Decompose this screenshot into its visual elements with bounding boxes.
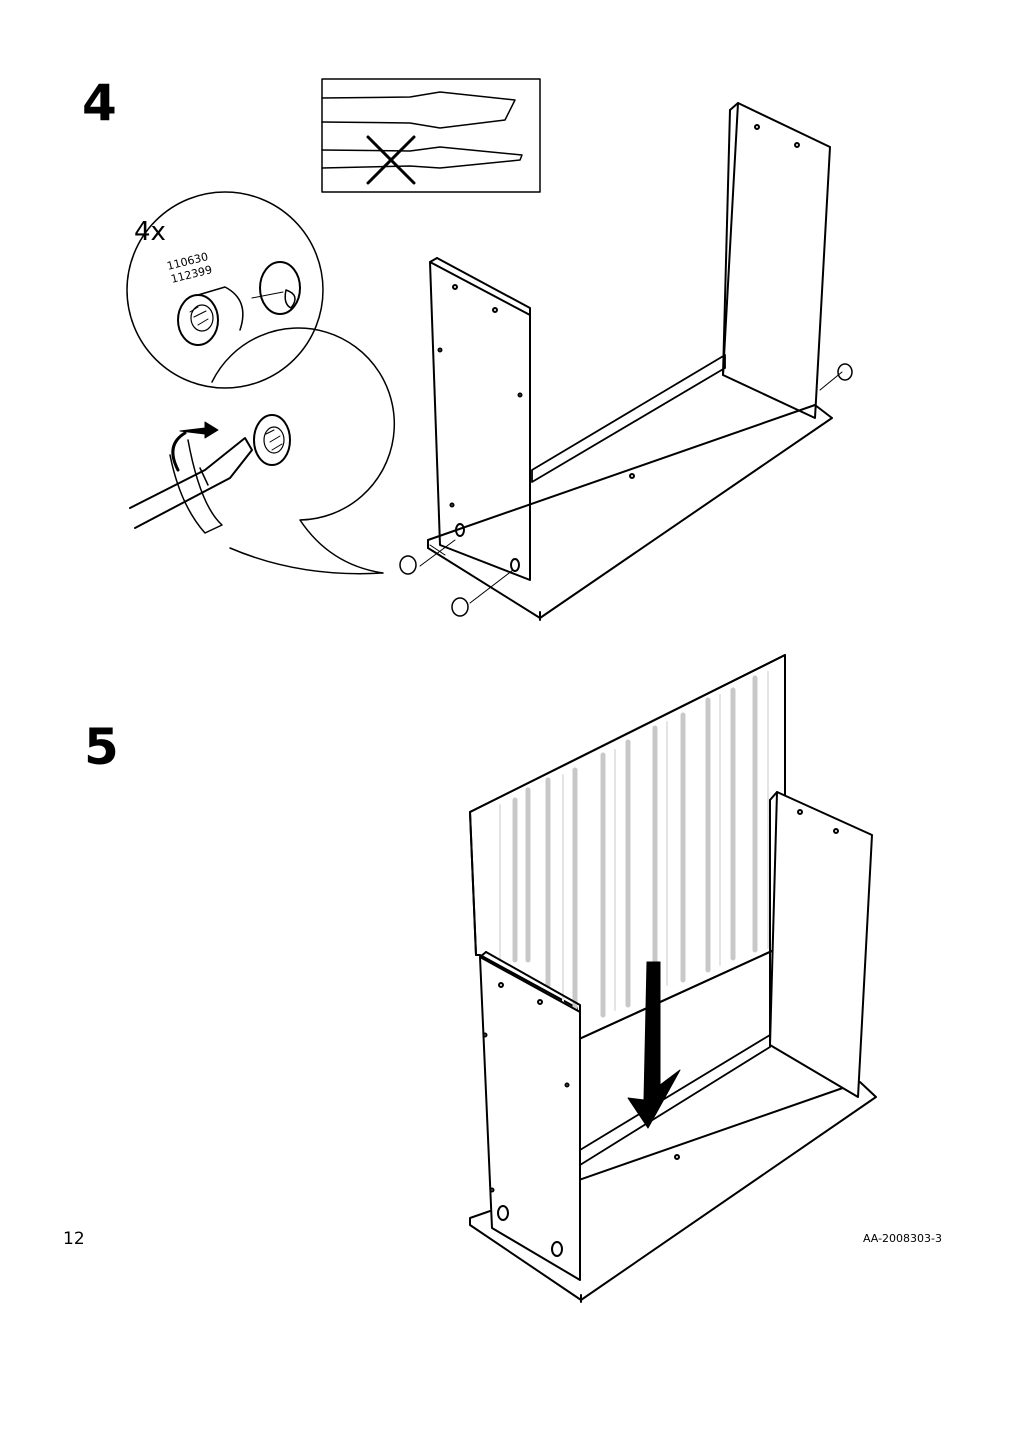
cam-lock-icon: [177, 261, 301, 346]
step4-frame: [399, 102, 853, 621]
cam-lock-face-icon: [253, 414, 291, 466]
screwdriver-tip-correct-icon: [321, 91, 516, 129]
cam-lock-callout: [126, 191, 324, 389]
panel-stripes: [512, 675, 758, 1033]
screwdriver-tip-wrong-icon: [321, 146, 523, 169]
screwdriver-tip-box: [321, 78, 541, 193]
step5-frame: [469, 791, 877, 1303]
screwdriver-callout: [129, 327, 396, 575]
document-id: AA-2008303-3: [862, 1232, 942, 1245]
cam-screw-icon: [399, 363, 853, 617]
wrong-cross-icon: [366, 135, 416, 185]
quantity-label: 4x: [134, 217, 166, 247]
step-5-number: 5: [84, 718, 119, 776]
page-number: 12: [63, 1229, 85, 1249]
back-panel: [469, 654, 786, 1041]
screwdriver-icon: [129, 437, 253, 529]
turn-arrow-icon: [169, 421, 223, 534]
step-4-number: 4: [82, 74, 117, 132]
down-arrow-icon: [627, 961, 681, 1129]
